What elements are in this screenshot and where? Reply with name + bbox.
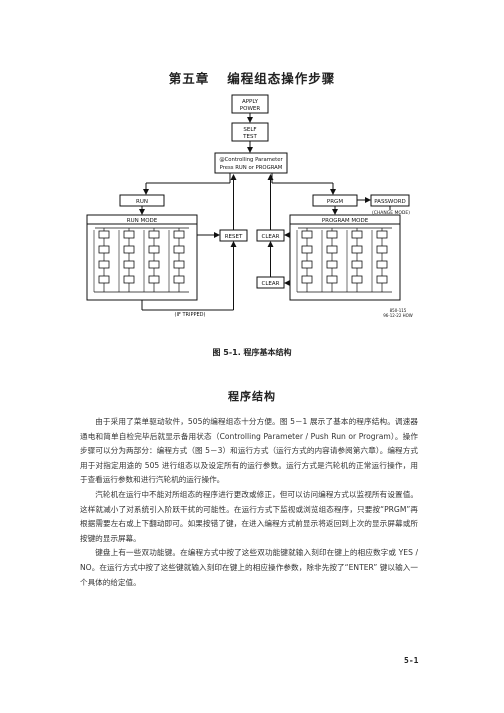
controlling-parameter-box: @Controlling Parameter Press RUN or PROG… (214, 152, 288, 174)
mode-step-box (351, 275, 363, 284)
prgm-box: PRGM (312, 194, 358, 207)
mode-step-box (376, 260, 388, 269)
svg-text:@Controlling Parameter: @Controlling Parameter (219, 157, 283, 163)
body-text: 由于采用了菜单驱动软件，505的编程组态十分方便。图 5－1 展示了基本的程序结… (80, 415, 418, 590)
svg-text:PASSWORD: PASSWORD (374, 199, 406, 205)
mode-step-box (376, 245, 388, 254)
figure-caption: 图 5-1. 程序基本结构 (212, 348, 292, 357)
apply-power-box: APPLY POWER (231, 94, 269, 114)
mode-step-box (351, 260, 363, 269)
reset-box: RESET (219, 229, 248, 242)
mode-step-box (301, 260, 313, 269)
program-structure-diagram: APPLY POWER SELF TEST @Controlling Param… (86, 94, 413, 318)
mode-step-box (123, 260, 135, 269)
svg-text:POWER: POWER (240, 106, 261, 112)
mode-step-box (173, 260, 185, 269)
mode-step-box (301, 245, 313, 254)
mode-step-box (148, 245, 160, 254)
mode-step-box (98, 245, 110, 254)
mode-step-box (376, 275, 388, 284)
mode-step-box (98, 275, 110, 284)
clear-box-bottom: CLEAR (256, 276, 285, 289)
self-test-box: SELF TEST (231, 122, 269, 142)
mode-step-box (301, 230, 313, 239)
chapter-name: 编程组态操作步骤 (227, 71, 336, 86)
mode-step-box (351, 230, 363, 239)
paragraph: 由于采用了菜单驱动软件，505的编程组态十分方便。图 5－1 展示了基本的程序结… (80, 417, 418, 485)
mode-step-box (326, 275, 338, 284)
svg-text:CLEAR: CLEAR (262, 234, 280, 240)
if-tripped-label: (IF TRIPPED) (175, 312, 206, 318)
mode-step-box (301, 275, 313, 284)
mode-step-box (148, 230, 160, 239)
svg-text:TEST: TEST (242, 134, 257, 140)
mode-step-box (123, 230, 135, 239)
svg-text:PRGM: PRGM (327, 199, 343, 205)
program-mode-group: PROGRAM MODE (289, 214, 401, 301)
mode-step-box (123, 275, 135, 284)
mode-step-box (98, 230, 110, 239)
section-heading: 程序结构 (228, 390, 276, 403)
svg-text:RUN MODE: RUN MODE (127, 218, 158, 224)
drawing-date: 96-12-22 HOW (383, 313, 413, 318)
mode-step-box (351, 245, 363, 254)
svg-text:RESET: RESET (225, 234, 243, 240)
run-mode-group: RUN MODE (86, 214, 198, 301)
mode-step-box (326, 230, 338, 239)
mode-step-box (148, 275, 160, 284)
mode-step-box (173, 275, 185, 284)
chapter-title: 第五章 编程组态操作步骤 (0, 68, 504, 87)
svg-text:APPLY: APPLY (242, 99, 259, 105)
mode-step-box (98, 260, 110, 269)
mode-step-box (376, 230, 388, 239)
mode-step-box (173, 230, 185, 239)
mode-step-box (326, 260, 338, 269)
change-mode-label: (CHANGE MODE) (372, 210, 410, 216)
svg-text:Press RUN or PROGRAM: Press RUN or PROGRAM (220, 165, 283, 171)
mode-step-box (326, 245, 338, 254)
chapter-number: 第五章 (168, 71, 210, 86)
paragraph: 键盘上有一些双功能键。在编程方式中按了这些双功能键就输入刻印在键上的相应数字或 … (80, 548, 418, 587)
svg-text:RUN: RUN (136, 199, 148, 205)
svg-text:PROGRAM MODE: PROGRAM MODE (322, 218, 369, 224)
run-box: RUN (119, 194, 165, 207)
mode-step-box (173, 245, 185, 254)
mode-step-box (148, 260, 160, 269)
svg-text:CLEAR: CLEAR (262, 281, 280, 287)
drawing-number: 850-115 (390, 308, 407, 313)
page-number: 5-1 (404, 656, 419, 665)
paragraph: 汽轮机在运行中不能对所组态的程序进行更改或修正，但可以访问编程方式以监视所有设置… (80, 489, 418, 543)
svg-text:SELF: SELF (243, 127, 256, 133)
clear-box-top: CLEAR (256, 229, 285, 242)
password-box: PASSWORD (370, 194, 410, 207)
mode-step-box (123, 245, 135, 254)
